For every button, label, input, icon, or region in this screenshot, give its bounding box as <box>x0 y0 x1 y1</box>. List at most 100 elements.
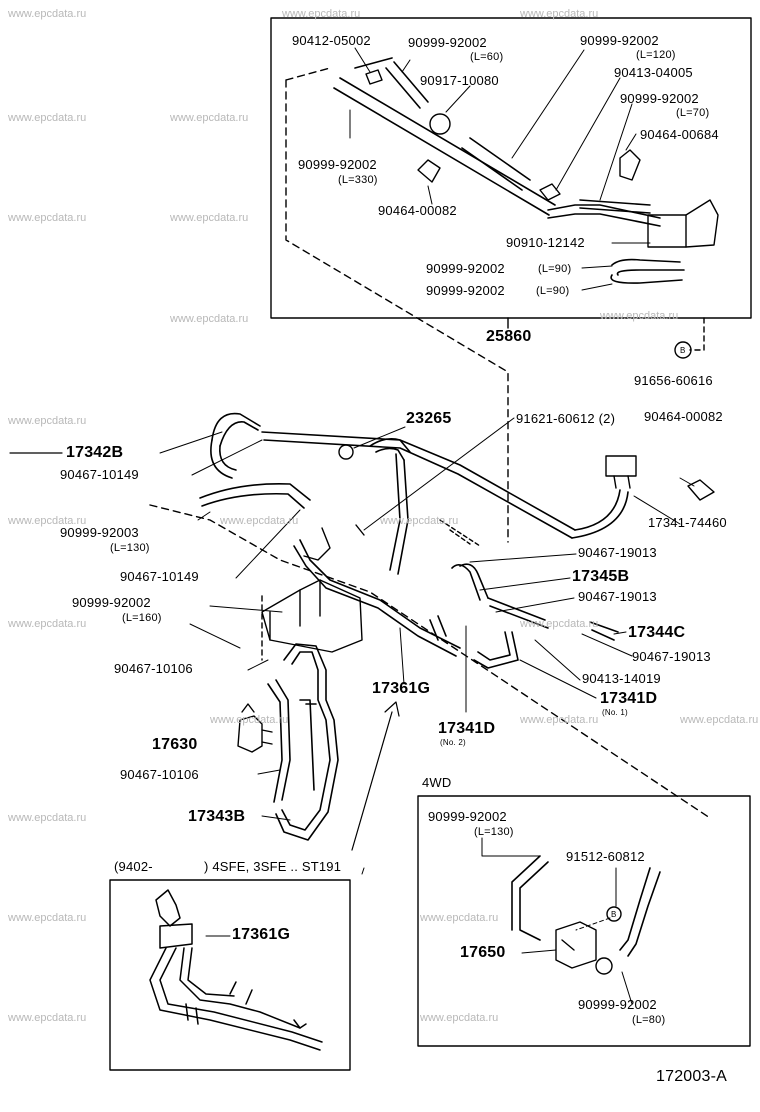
4wd-leaders <box>481 837 633 1005</box>
vsv-90910-12142-icon <box>647 214 687 248</box>
label-length-80: (L=80) <box>632 1014 666 1026</box>
clamp-90464-00684-icon <box>619 149 641 181</box>
label-90917-10080: 90917-10080 <box>420 73 499 88</box>
label-length-330: (L=330) <box>338 174 378 186</box>
label-17361g-inset: 17361G <box>232 926 291 943</box>
label-90464-00082-top: 90464-00082 <box>378 203 457 218</box>
label-90999-92002-l330: 90999-92002 <box>298 157 377 172</box>
watermark: www.epcdata.ru <box>210 714 289 726</box>
watermark: www.epcdata.ru <box>520 618 599 630</box>
label-length-160: (L=160) <box>122 612 162 624</box>
inset-label-tick <box>361 867 365 875</box>
main-leaders <box>189 417 695 821</box>
watermark: www.epcdata.ru <box>8 1012 87 1024</box>
arrow-to-inset-shaft <box>351 711 393 851</box>
watermark: www.epcdata.ru <box>600 310 679 322</box>
main-hoses <box>199 412 629 841</box>
part-17630-icon <box>237 703 273 753</box>
label-90999-92002-l130-4wd: 90999-92002 <box>428 809 507 824</box>
label-length-90a: (L=90) <box>538 263 572 275</box>
label-length-90b: (L=90) <box>536 285 570 297</box>
vsv-90917-10080-icon <box>429 113 451 135</box>
label-90467-10106-b: 90467-10106 <box>120 767 199 782</box>
clamp-90464-00082-icon <box>417 159 441 183</box>
label-91512-60812: 91512-60812 <box>566 849 645 864</box>
detail-box-top <box>270 17 752 319</box>
watermark: www.epcdata.ru <box>420 1012 499 1024</box>
label-17341-74460: 17341-74460 <box>648 515 727 530</box>
b-leader-dash <box>689 317 705 351</box>
watermark: www.epcdata.ru <box>170 212 249 224</box>
vsv-bracket-icon <box>685 199 719 248</box>
label-90999-92002-l90b: 90999-92002 <box>426 283 505 298</box>
watermark: www.epcdata.ru <box>8 415 87 427</box>
label-90413-04005: 90413-04005 <box>614 65 693 80</box>
label-90999-92002-l160: 90999-92002 <box>72 595 151 610</box>
inset-pipe-assembly <box>149 889 323 1051</box>
label-17341d-no1: 17341D <box>600 690 658 707</box>
label-length-120: (L=120) <box>636 49 676 61</box>
b-marker-circle-top <box>674 341 692 359</box>
watermark: www.epcdata.ru <box>520 714 599 726</box>
top-leaders <box>349 47 651 291</box>
label-90999-92002-l120: 90999-92002 <box>580 33 659 48</box>
main-bracket <box>261 527 363 653</box>
label-90413-14019: 90413-14019 <box>582 671 661 686</box>
label-90910-12142: 90910-12142 <box>506 235 585 250</box>
watermark: www.epcdata.ru <box>8 212 87 224</box>
watermark: www.epcdata.ru <box>220 515 299 527</box>
watermark: www.epcdata.ru <box>8 812 87 824</box>
label-90467-19013-a: 90467-19013 <box>578 545 657 560</box>
watermark: www.epcdata.ru <box>8 8 87 20</box>
vsv-legs <box>613 475 631 489</box>
label-90467-10149-a: 90467-10149 <box>60 467 139 482</box>
clamp-90464-00082-main-icon <box>687 479 715 501</box>
label-90467-19013-c: 90467-19013 <box>632 649 711 664</box>
watermark: www.epcdata.ru <box>520 8 599 20</box>
label-17361g: 17361G <box>372 680 431 697</box>
union-90413-04005-icon <box>539 183 561 201</box>
label-90999-92003: 90999-92003 <box>60 525 139 540</box>
watermark: www.epcdata.ru <box>8 912 87 924</box>
watermark: www.epcdata.ru <box>680 714 759 726</box>
label-90467-10106-a: 90467-10106 <box>114 661 193 676</box>
part-vsv-17341-icon <box>605 455 637 477</box>
diagram-code: 172003-A <box>656 1068 727 1085</box>
top-hoses <box>333 57 685 284</box>
label-90467-10149-b: 90467-10149 <box>120 569 199 584</box>
label-17650: 17650 <box>460 944 506 961</box>
label-90999-92002-l60: 90999-92002 <box>408 35 487 50</box>
label-17630: 17630 <box>152 736 198 753</box>
label-17344c: 17344C <box>628 624 686 641</box>
assembly-dash-small <box>439 519 481 547</box>
label-90999-92002-l80: 90999-92002 <box>578 997 657 1012</box>
label-no2: (No. 2) <box>440 738 466 747</box>
label-90999-92002-l70: 90999-92002 <box>620 91 699 106</box>
label-90999-92002-l90a: 90999-92002 <box>426 261 505 276</box>
b-marker-top: B <box>680 346 686 355</box>
label-25860: 25860 <box>486 328 532 345</box>
watermark: www.epcdata.ru <box>282 8 361 20</box>
label-90464-00082: 90464-00082 <box>644 409 723 424</box>
label-length-60: (L=60) <box>470 51 504 63</box>
assembly-dashline-top <box>285 67 509 543</box>
label-17343b: 17343B <box>188 808 246 825</box>
arrow-to-inset-head <box>384 701 400 717</box>
detail-box-4wd <box>417 795 751 1047</box>
leader-17342b <box>159 431 223 454</box>
watermark: www.epcdata.ru <box>170 112 249 124</box>
inset-range-label: (9402- <box>114 859 153 874</box>
watermark: www.epcdata.ru <box>8 515 87 527</box>
b-marker-circle-4wd <box>606 906 622 922</box>
label-23265: 23265 <box>406 410 452 427</box>
label-17345b: 17345B <box>572 568 630 585</box>
label-91621-60612: 91621-60612 (2) <box>516 411 616 426</box>
screw-91621-icon <box>355 524 365 536</box>
label-17342b: 17342B <box>66 444 124 461</box>
part-17650-icon <box>555 921 613 975</box>
union-90412-icon <box>365 69 383 85</box>
label-length-70: (L=70) <box>676 107 710 119</box>
label-90412-05002: 90412-05002 <box>292 33 371 48</box>
